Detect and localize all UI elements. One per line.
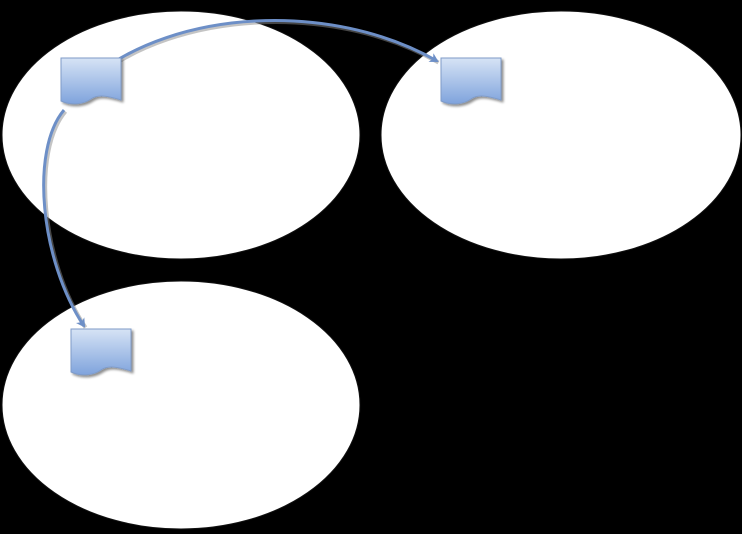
connector-top-left-to-bottom-left — [42, 109, 88, 329]
document-icon — [70, 328, 132, 376]
group-top-right-ellipse — [380, 10, 742, 260]
group-bottom-left-ellipse — [1, 280, 361, 530]
document-icon — [440, 57, 502, 105]
document-icon — [60, 57, 122, 105]
group-top-left-ellipse — [1, 10, 361, 260]
connector-top-left-to-top-right — [92, 19, 440, 81]
